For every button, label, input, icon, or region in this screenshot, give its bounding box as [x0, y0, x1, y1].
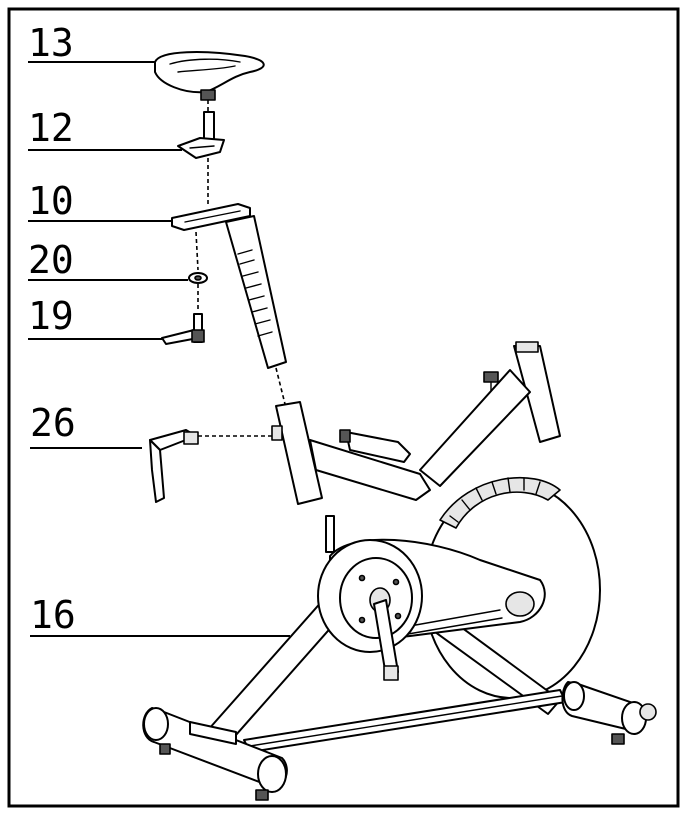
callout-16: 16	[30, 593, 290, 637]
callout-label: 20	[28, 238, 74, 282]
callout-10: 10	[28, 179, 176, 223]
callout-label: 12	[28, 106, 74, 150]
pop-pin-lever-part	[149, 429, 272, 503]
saddle-part	[154, 51, 265, 112]
callout-label: 13	[28, 21, 74, 65]
knob-bolt-part	[161, 313, 205, 345]
border	[7, 7, 680, 808]
callout-label: 19	[28, 294, 74, 338]
callout-13: 13	[28, 21, 170, 65]
callout-label: 26	[30, 401, 76, 445]
callout-12: 12	[28, 106, 182, 151]
callout-20: 20	[28, 238, 188, 282]
washer-part	[188, 272, 208, 312]
bike-frame-part	[142, 341, 657, 801]
callout-19: 19	[28, 294, 162, 340]
callout-26: 26	[30, 401, 142, 449]
seat-post-part	[171, 203, 287, 405]
seat-clamp-part	[177, 111, 225, 206]
callout-label: 16	[30, 593, 76, 637]
callout-label: 10	[28, 179, 74, 223]
